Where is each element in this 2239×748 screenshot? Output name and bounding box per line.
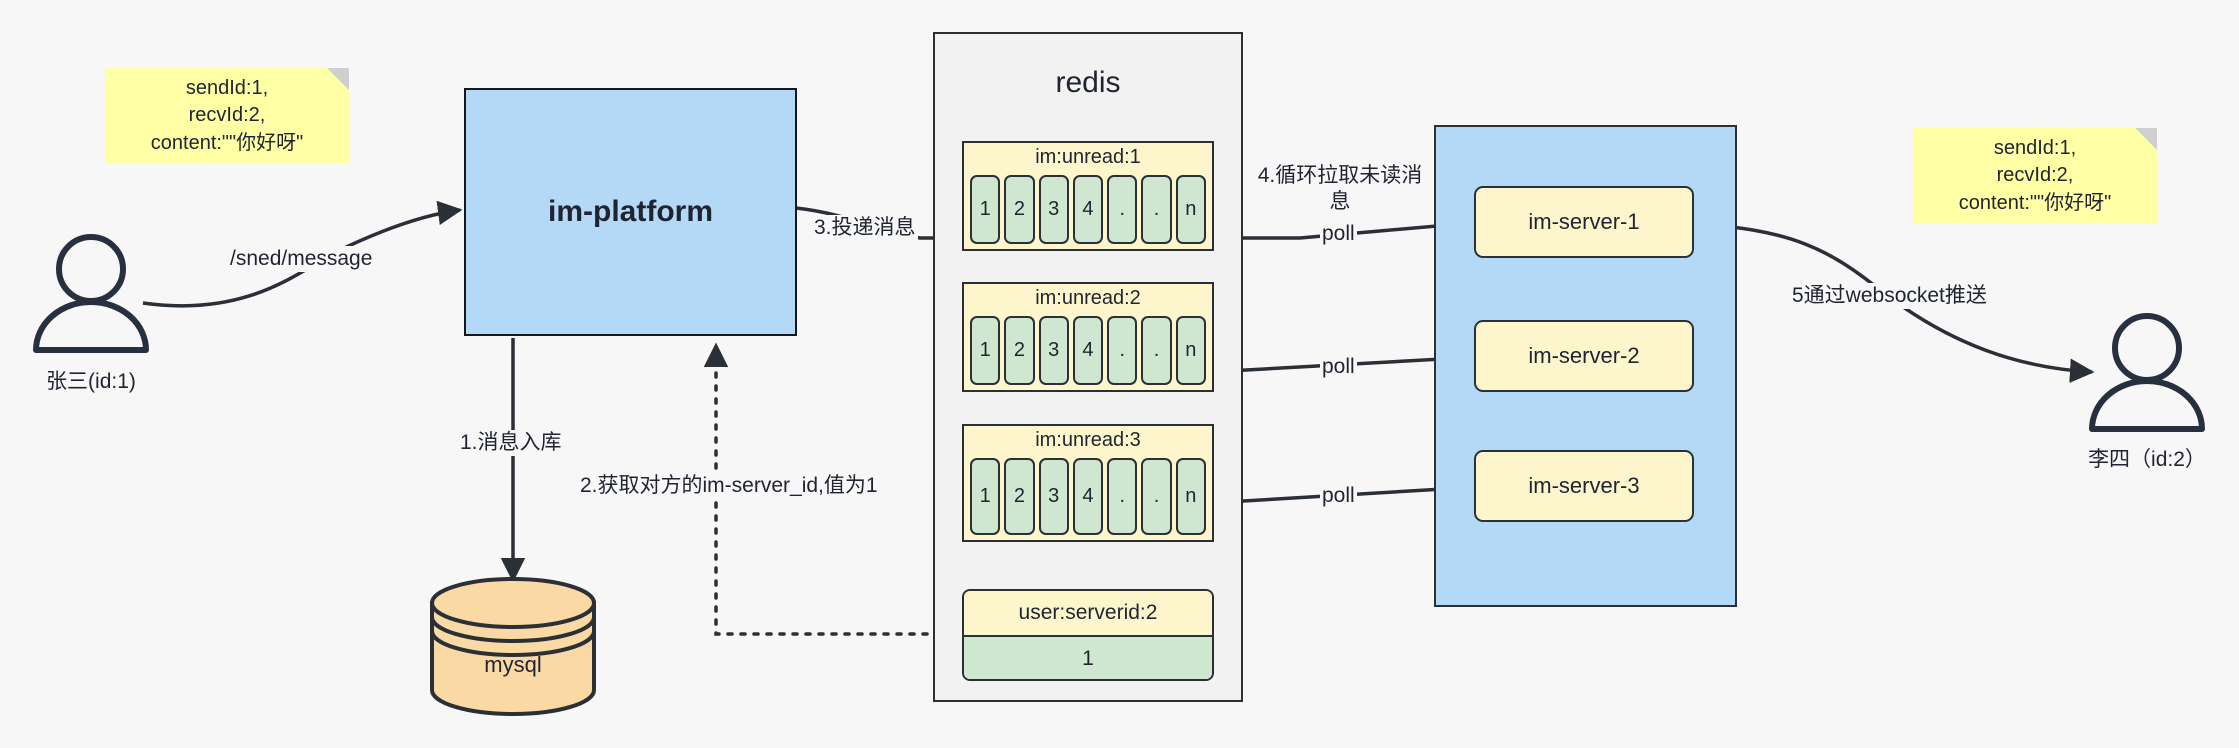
queue-cell: n	[1175, 316, 1206, 385]
edge-label-poll-2: poll	[1320, 354, 1357, 381]
queue-cell: n	[1175, 458, 1206, 535]
queue-cell: 1	[970, 458, 1001, 535]
receiver-actor-icon	[2089, 313, 2205, 432]
im-server-2-box[interactable]: im-server-2	[1474, 320, 1694, 392]
im-platform-label: im-platform	[548, 195, 713, 228]
redis-queue-im-unread-3[interactable]: im:unread:3 1 2 3 4 . . n	[962, 424, 1214, 542]
redis-queue-3-cells: 1 2 3 4 . . n	[970, 458, 1206, 535]
mysql-label: mysql	[484, 652, 542, 677]
queue-cell: 3	[1038, 458, 1069, 535]
queue-cell: .	[1107, 458, 1138, 535]
queue-cell: n	[1175, 175, 1206, 244]
queue-cell: 3	[1038, 316, 1069, 385]
sender-message-note-text: sendId:1, recvId:2, content:""你好呀"	[150, 76, 304, 154]
redis-queue-3-key: im:unread:3	[1035, 429, 1141, 451]
queue-cell: 4	[1072, 458, 1104, 535]
im-server-1-label: im-server-1	[1528, 209, 1640, 234]
redis-queue-im-unread-1[interactable]: im:unread:1 1 2 3 4 . . n	[962, 141, 1214, 251]
note-fold-corner-icon	[2135, 128, 2157, 150]
edge-label-step2: 2.获取对方的im-server_id,值为1	[578, 473, 880, 500]
redis-title: redis	[1055, 66, 1121, 99]
receiver-message-note: sendId:1, recvId:2, content:""你好呀"	[1913, 128, 2157, 224]
redis-queue-2-key: im:unread:2	[1035, 287, 1141, 309]
mysql-label-wrap: mysql	[432, 650, 594, 680]
edge-label-poll-1: poll	[1320, 221, 1357, 248]
edge-label-send-message: /sned/message	[228, 246, 375, 273]
queue-cell: .	[1107, 175, 1138, 244]
queue-cell: 3	[1038, 175, 1069, 244]
im-platform-box[interactable]: im-platform	[464, 88, 797, 336]
mysql-cylinder-icon	[430, 577, 596, 716]
sender-message-note: sendId:1, recvId:2, content:""你好呀"	[105, 68, 349, 164]
queue-cell: 2	[1004, 175, 1035, 244]
edge-label-poll-3: poll	[1320, 483, 1357, 510]
queue-cell: .	[1107, 316, 1138, 385]
edge-get-server-id	[703, 342, 955, 636]
redis-kv-value: 1	[964, 637, 1212, 679]
im-server-2-label: im-server-2	[1528, 343, 1640, 368]
redis-kv-user-serverid[interactable]: user:serverid:2 1	[962, 589, 1214, 681]
queue-cell: 2	[1004, 316, 1035, 385]
edge-label-step1: 1.消息入库	[458, 430, 564, 457]
redis-kv-key: user:serverid:2	[964, 591, 1212, 637]
queue-cell: .	[1141, 458, 1172, 535]
redis-queue-2-cells: 1 2 3 4 . . n	[970, 316, 1206, 385]
redis-queue-1-key: im:unread:1	[1035, 146, 1141, 168]
sender-actor-label: 张三(id:1)	[46, 370, 136, 393]
edge-label-step3: 3.投递消息	[812, 215, 918, 242]
queue-cell: 2	[1004, 458, 1035, 535]
sender-actor-icon	[33, 234, 149, 353]
queue-cell: .	[1141, 175, 1172, 244]
redis-queue-1-cells: 1 2 3 4 . . n	[970, 175, 1206, 244]
edge-label-step5: 5通过websocket推送	[1790, 283, 1989, 310]
queue-cell: .	[1141, 316, 1172, 385]
queue-cell: 4	[1072, 175, 1104, 244]
receiver-actor-label: 李四（id:2）	[2088, 448, 2206, 471]
receiver-message-note-text: sendId:1, recvId:2, content:""你好呀"	[1958, 136, 2112, 214]
im-server-1-box[interactable]: im-server-1	[1474, 186, 1694, 258]
im-server-3-label: im-server-3	[1528, 473, 1640, 498]
note-fold-corner-icon	[327, 68, 349, 90]
queue-cell: 1	[970, 175, 1001, 244]
edge-label-step4: 4.循环拉取未读消 息	[1253, 163, 1427, 216]
im-server-3-box[interactable]: im-server-3	[1474, 450, 1694, 522]
queue-cell: 1	[970, 316, 1001, 385]
queue-cell: 4	[1072, 316, 1104, 385]
redis-queue-im-unread-2[interactable]: im:unread:2 1 2 3 4 . . n	[962, 282, 1214, 392]
